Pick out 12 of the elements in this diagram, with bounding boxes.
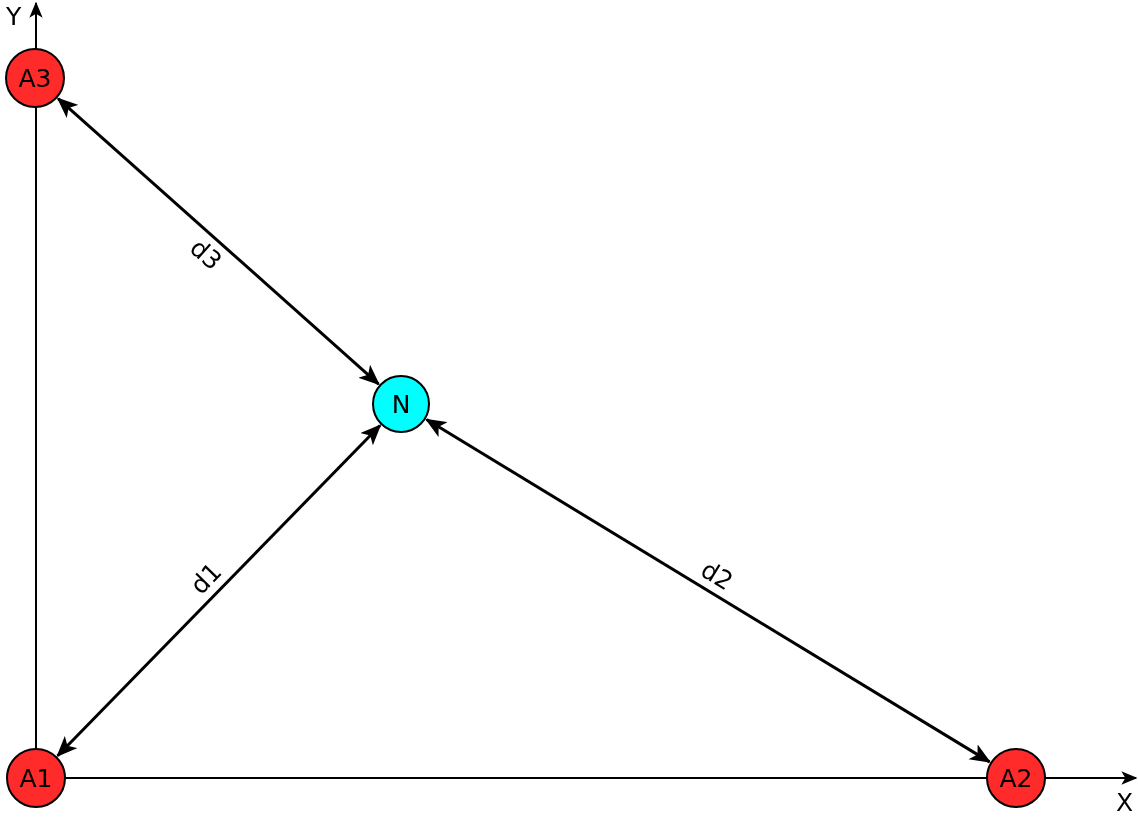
circle-node: A2 (986, 748, 1046, 808)
axis-label: Y (6, 4, 22, 29)
edge-label: d1 (185, 557, 226, 599)
circle-node: A1 (6, 748, 66, 808)
double-arrow (56, 97, 380, 386)
axis-label: X (1116, 790, 1134, 815)
double-arrow (56, 424, 382, 758)
circle-node: A3 (5, 48, 65, 108)
double-arrow (425, 418, 991, 764)
edge-label: d2 (697, 556, 738, 595)
edge-label: d3 (186, 234, 227, 275)
circle-node: N (372, 375, 430, 433)
